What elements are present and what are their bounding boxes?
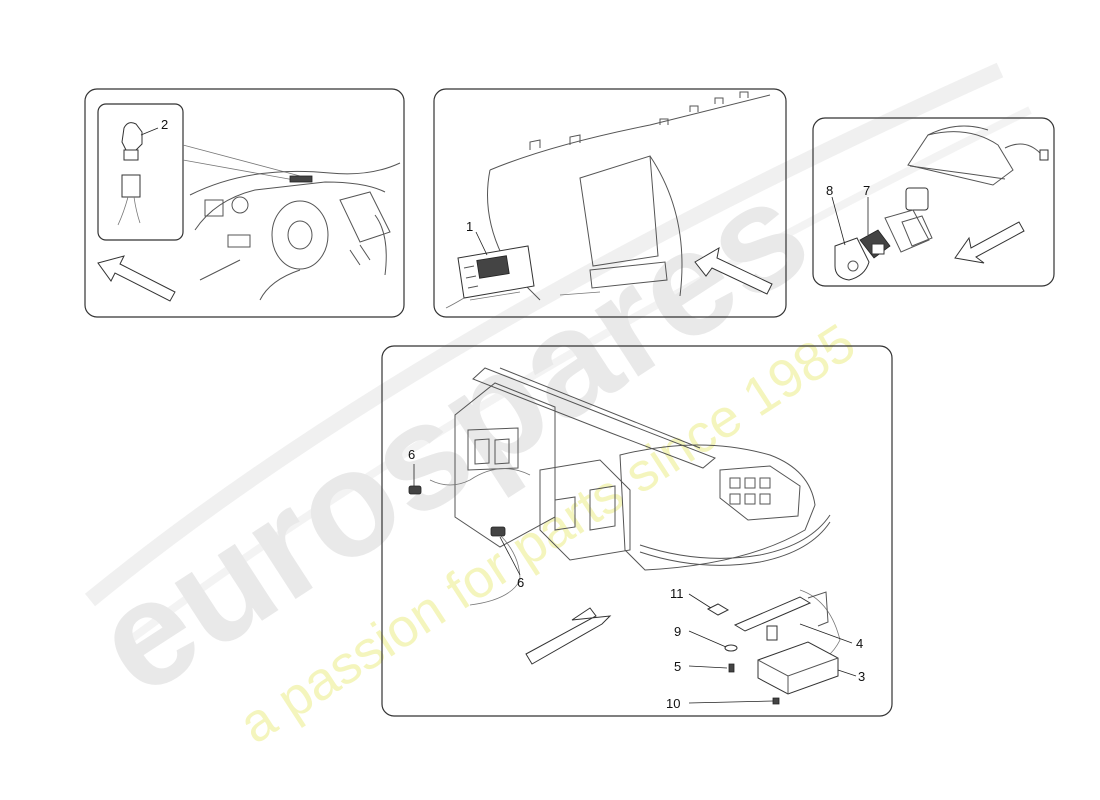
panel-center-console [433, 88, 787, 318]
hvac-unit-sketch [408, 367, 841, 705]
callouts: 1 2 3 4 5 6 6 7 8 9 10 11 [161, 117, 870, 711]
callout-2: 2 [161, 117, 168, 132]
callout-7: 7 [863, 183, 870, 198]
direction-arrow-icon [954, 221, 1025, 264]
climate-control-panel-icon [445, 245, 601, 309]
callout-11: 11 [670, 586, 684, 601]
temperature-sensor-icon [859, 229, 891, 259]
callout-9: 9 [674, 624, 681, 639]
callout-6: 6 [517, 575, 524, 590]
direction-arrow-icon [694, 247, 773, 295]
mounting-plate-icon [834, 237, 870, 281]
panel-dashboard-sensor [84, 88, 405, 318]
callout-1: 1 [466, 219, 473, 234]
callout-3: 3 [858, 669, 865, 684]
direction-arrow-icon [525, 607, 612, 665]
callout-4: 4 [856, 636, 863, 651]
sensor-housing-sketch [884, 125, 1049, 253]
direction-arrow-icon [97, 255, 176, 302]
dashboard-sketch [189, 162, 401, 301]
callout-5: 5 [674, 659, 681, 674]
callout-8: 8 [826, 183, 833, 198]
panel-hvac-unit [381, 345, 893, 717]
callout-10: 10 [666, 696, 680, 711]
panel-sensor-assembly [812, 117, 1055, 287]
sensor-part-icon [117, 122, 143, 226]
callout-6: 6 [408, 447, 415, 462]
leader-lines [140, 127, 869, 704]
